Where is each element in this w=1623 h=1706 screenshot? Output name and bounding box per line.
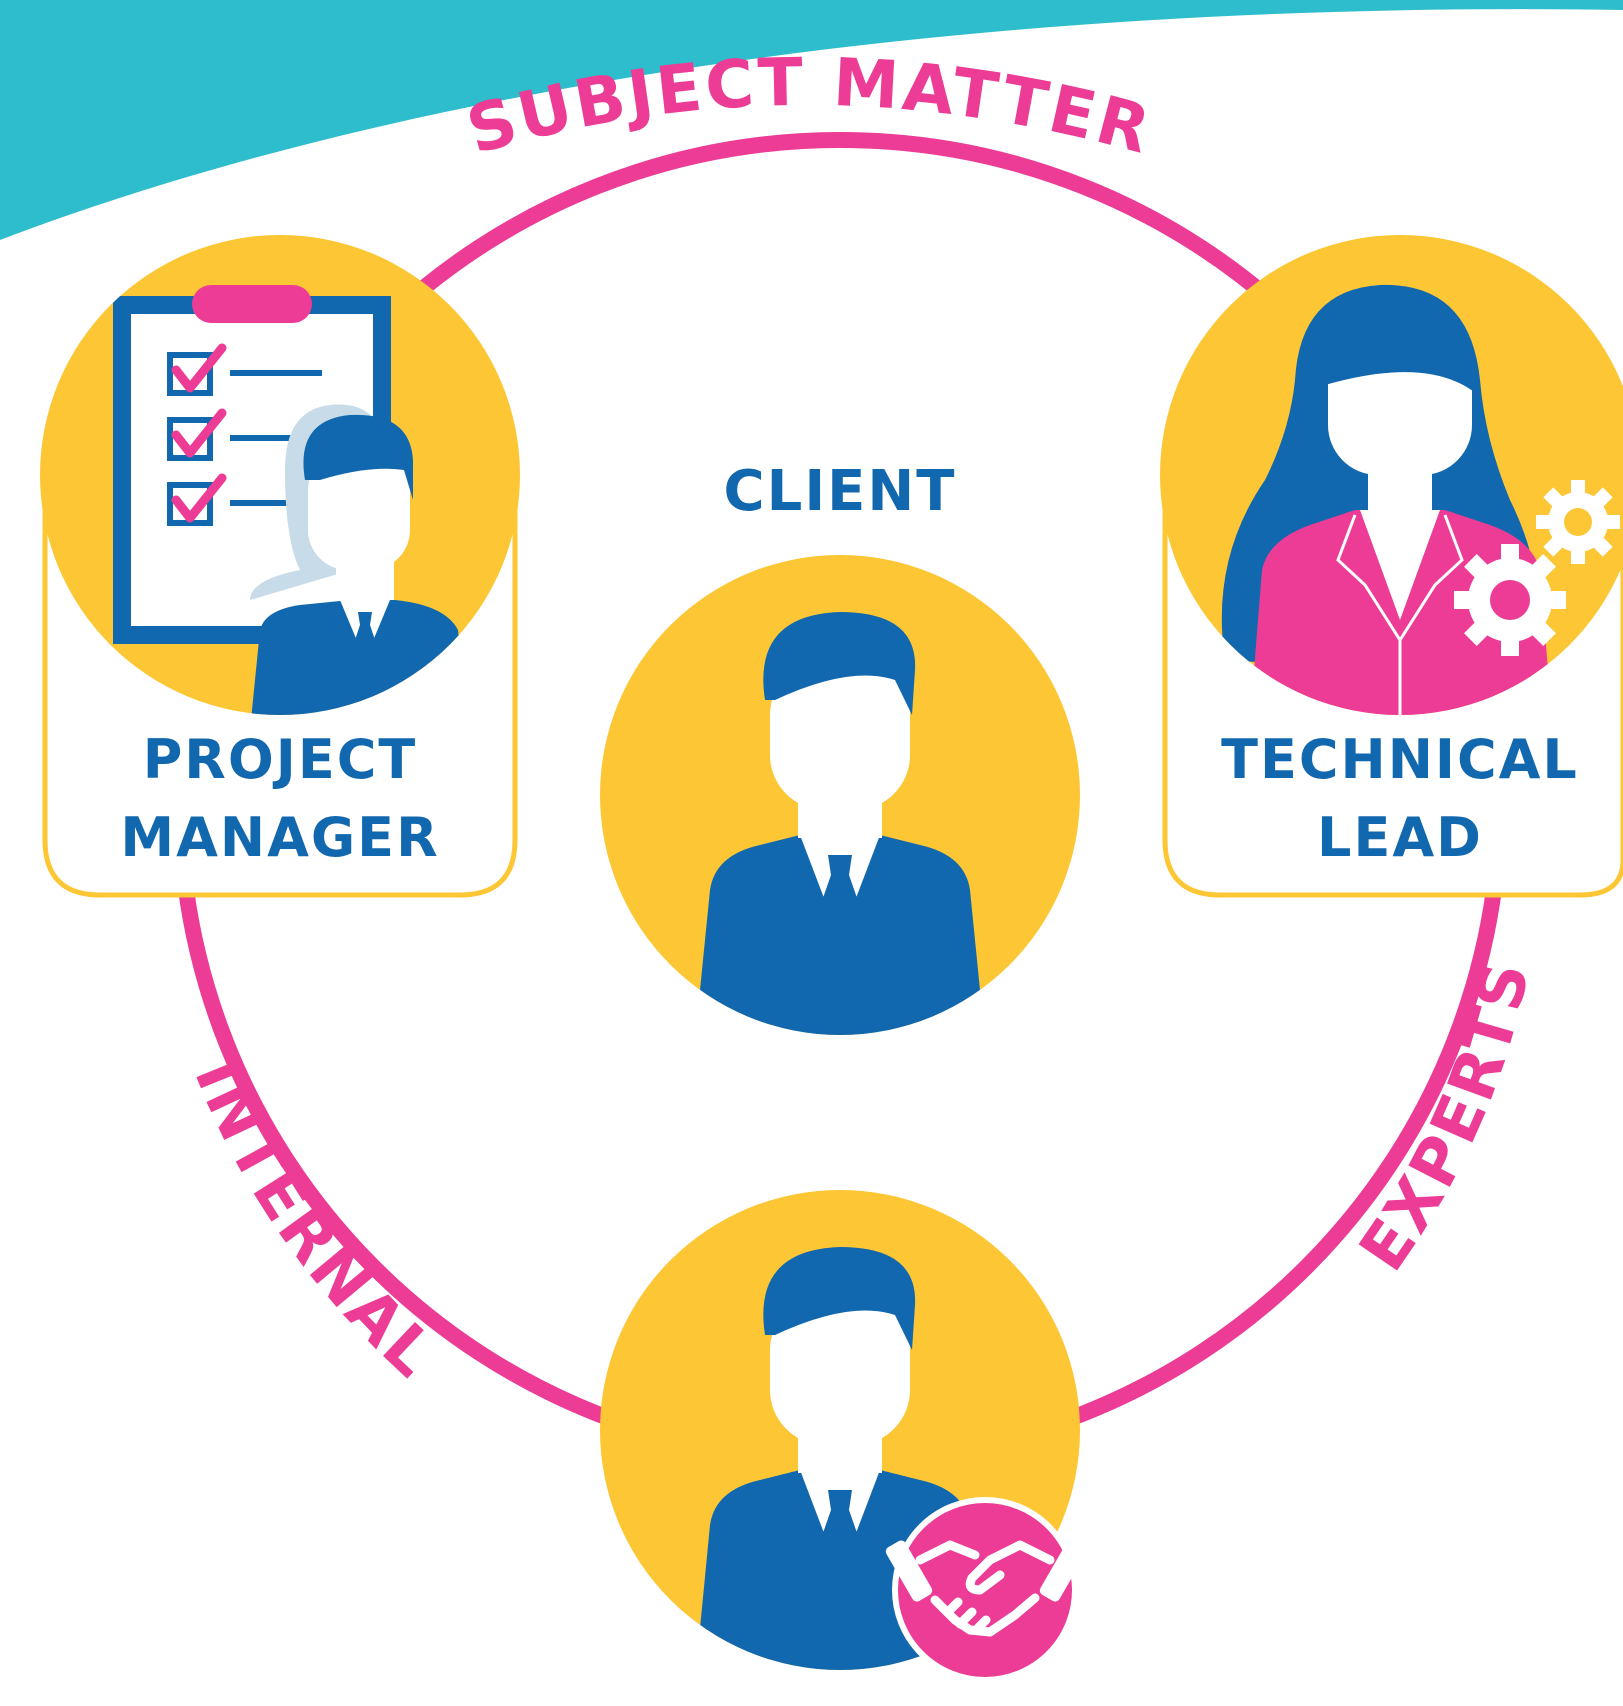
technical-lead-label-line2: LEAD — [1317, 806, 1483, 869]
client-person — [695, 612, 985, 1035]
arc-label-left: INTERNAL — [179, 1050, 450, 1394]
technical-lead-card: TECHNICAL LEAD — [1160, 235, 1623, 898]
project-manager-label-line1: PROJECT — [143, 728, 418, 791]
arc-label-right: EXPERTS — [1346, 953, 1545, 1284]
internal-expert-card — [600, 1190, 1087, 1683]
handshake-icon — [885, 1497, 1087, 1683]
technical-lead-label-line1: TECHNICAL — [1221, 728, 1579, 791]
client-card — [600, 555, 1080, 1035]
project-manager-label-line2: MANAGER — [120, 806, 439, 869]
client-label: CLIENT — [724, 459, 957, 524]
gears-icon — [1454, 480, 1620, 656]
header-wave — [0, 0, 1623, 240]
project-manager-card: PROJECT MANAGER — [40, 235, 520, 898]
